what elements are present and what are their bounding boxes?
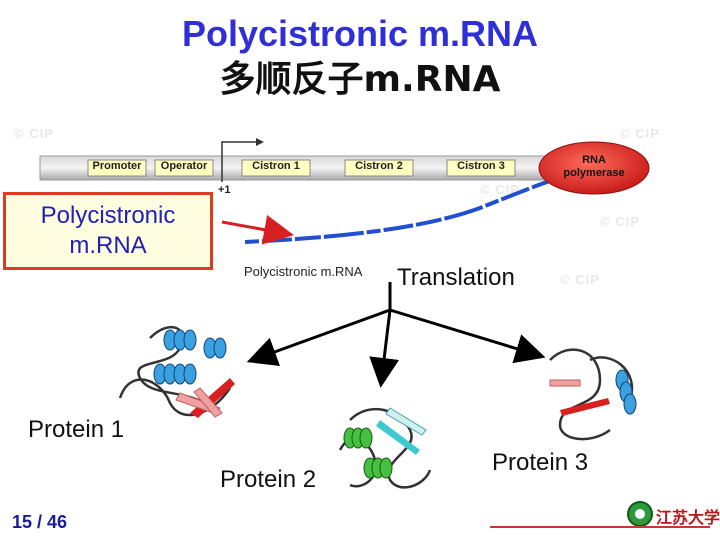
callout-line-2: m.RNA bbox=[69, 232, 147, 259]
start-site-arrow bbox=[221, 141, 260, 182]
mrna-label: Polycistronic m.RNA bbox=[244, 264, 363, 279]
callout-arrow bbox=[221, 214, 294, 245]
watermark-row: © CIP bbox=[600, 214, 640, 229]
segment-cistron-2 bbox=[344, 159, 414, 177]
helix-green bbox=[343, 427, 393, 479]
gene-map bbox=[39, 138, 650, 245]
start-site-label: +1 bbox=[218, 184, 231, 196]
segment-operator bbox=[154, 159, 214, 177]
label-promoter: Promoter bbox=[92, 160, 142, 172]
label-cistron-3: Cistron 3 bbox=[457, 160, 505, 172]
label-cistron-1: Cistron 1 bbox=[252, 160, 300, 172]
page-subtitle: 多顺反子m.RNA bbox=[219, 59, 501, 100]
strand-cyan bbox=[376, 420, 420, 455]
footer-rule bbox=[490, 526, 710, 528]
segment-cistron-1 bbox=[241, 159, 311, 177]
watermark-row: © CIP bbox=[560, 272, 600, 287]
rna-polymerase bbox=[538, 141, 650, 195]
arrow-to-protein-2 bbox=[369, 309, 400, 388]
logo-text: 江苏大学 bbox=[656, 508, 720, 527]
watermark-row: © CIP bbox=[620, 126, 660, 141]
label-operator: Operator bbox=[160, 160, 208, 172]
translation-label: Translation bbox=[397, 264, 515, 291]
label-cistron-2: Cistron 2 bbox=[355, 160, 403, 172]
segment-cistron-3 bbox=[446, 159, 516, 177]
page-number: 15 / 46 bbox=[12, 512, 68, 532]
protein-2-structure bbox=[338, 407, 432, 489]
protein-3-structure bbox=[549, 348, 637, 441]
protein-1-structure bbox=[118, 326, 235, 418]
arrow-to-protein-3 bbox=[389, 308, 546, 364]
translation-arrows bbox=[246, 282, 546, 388]
mrna-strand bbox=[244, 176, 561, 244]
polymerase-label-1: RNA bbox=[582, 154, 606, 166]
protein-3-label: Protein 3 bbox=[492, 449, 589, 476]
helix-blue bbox=[615, 369, 637, 415]
arrow-to-protein-1 bbox=[246, 308, 391, 366]
protein-1-label: Protein 1 bbox=[28, 416, 125, 443]
watermark-row: © CIP bbox=[14, 126, 54, 141]
polymerase-label-2: polymerase bbox=[563, 167, 625, 179]
strand-red bbox=[560, 398, 610, 416]
polycistronic-callout: Polycistronic m.RNA bbox=[3, 192, 213, 270]
watermark-row: © CIP bbox=[480, 182, 520, 197]
callout-line-1: Polycistronic bbox=[40, 202, 176, 229]
page-title: Polycistronic m.RNA bbox=[181, 13, 539, 54]
university-logo: 江苏大学 bbox=[626, 500, 720, 530]
strand-pink bbox=[549, 379, 581, 387]
helix-blue bbox=[153, 329, 227, 385]
logo-emblem-icon bbox=[627, 501, 653, 527]
segment-promoter bbox=[87, 159, 147, 177]
diagram-panel: © CIP © CIP © CIP © CIP © CIP bbox=[0, 122, 720, 292]
protein-2-label: Protein 2 bbox=[220, 466, 317, 493]
